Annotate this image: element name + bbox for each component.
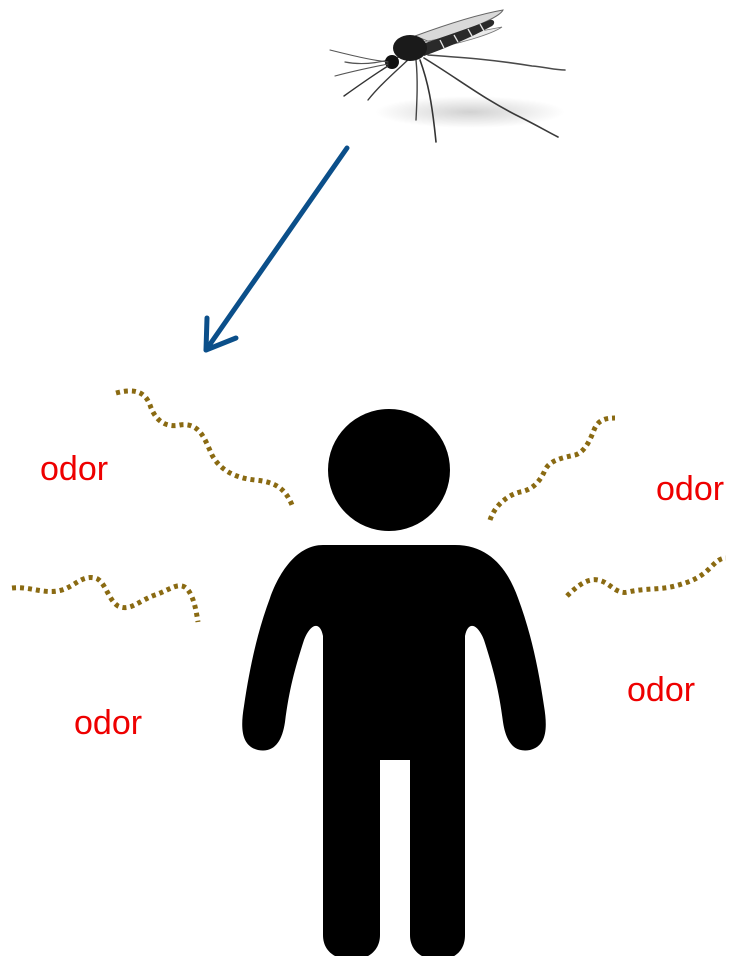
- person-body: [242, 545, 546, 956]
- mosquito-antennae: [330, 50, 388, 96]
- odor-trail: [12, 577, 198, 622]
- arrow-icon: [206, 148, 347, 350]
- person-icon: [242, 409, 546, 956]
- person-head: [328, 409, 450, 531]
- mosquito-shadow: [375, 96, 565, 128]
- mosquito-thorax: [393, 35, 427, 61]
- mosquito-icon: [330, 10, 565, 142]
- odor-trail: [490, 418, 615, 520]
- odor-trail: [567, 558, 726, 596]
- arrow-shaft: [206, 148, 347, 350]
- odor-label-bottom-right: odor: [627, 673, 695, 707]
- odor-trail: [116, 391, 292, 505]
- odor-label-top-right: odor: [656, 472, 724, 506]
- odor-label-top-left: odor: [40, 452, 108, 486]
- odor-label-bottom-left: odor: [74, 706, 142, 740]
